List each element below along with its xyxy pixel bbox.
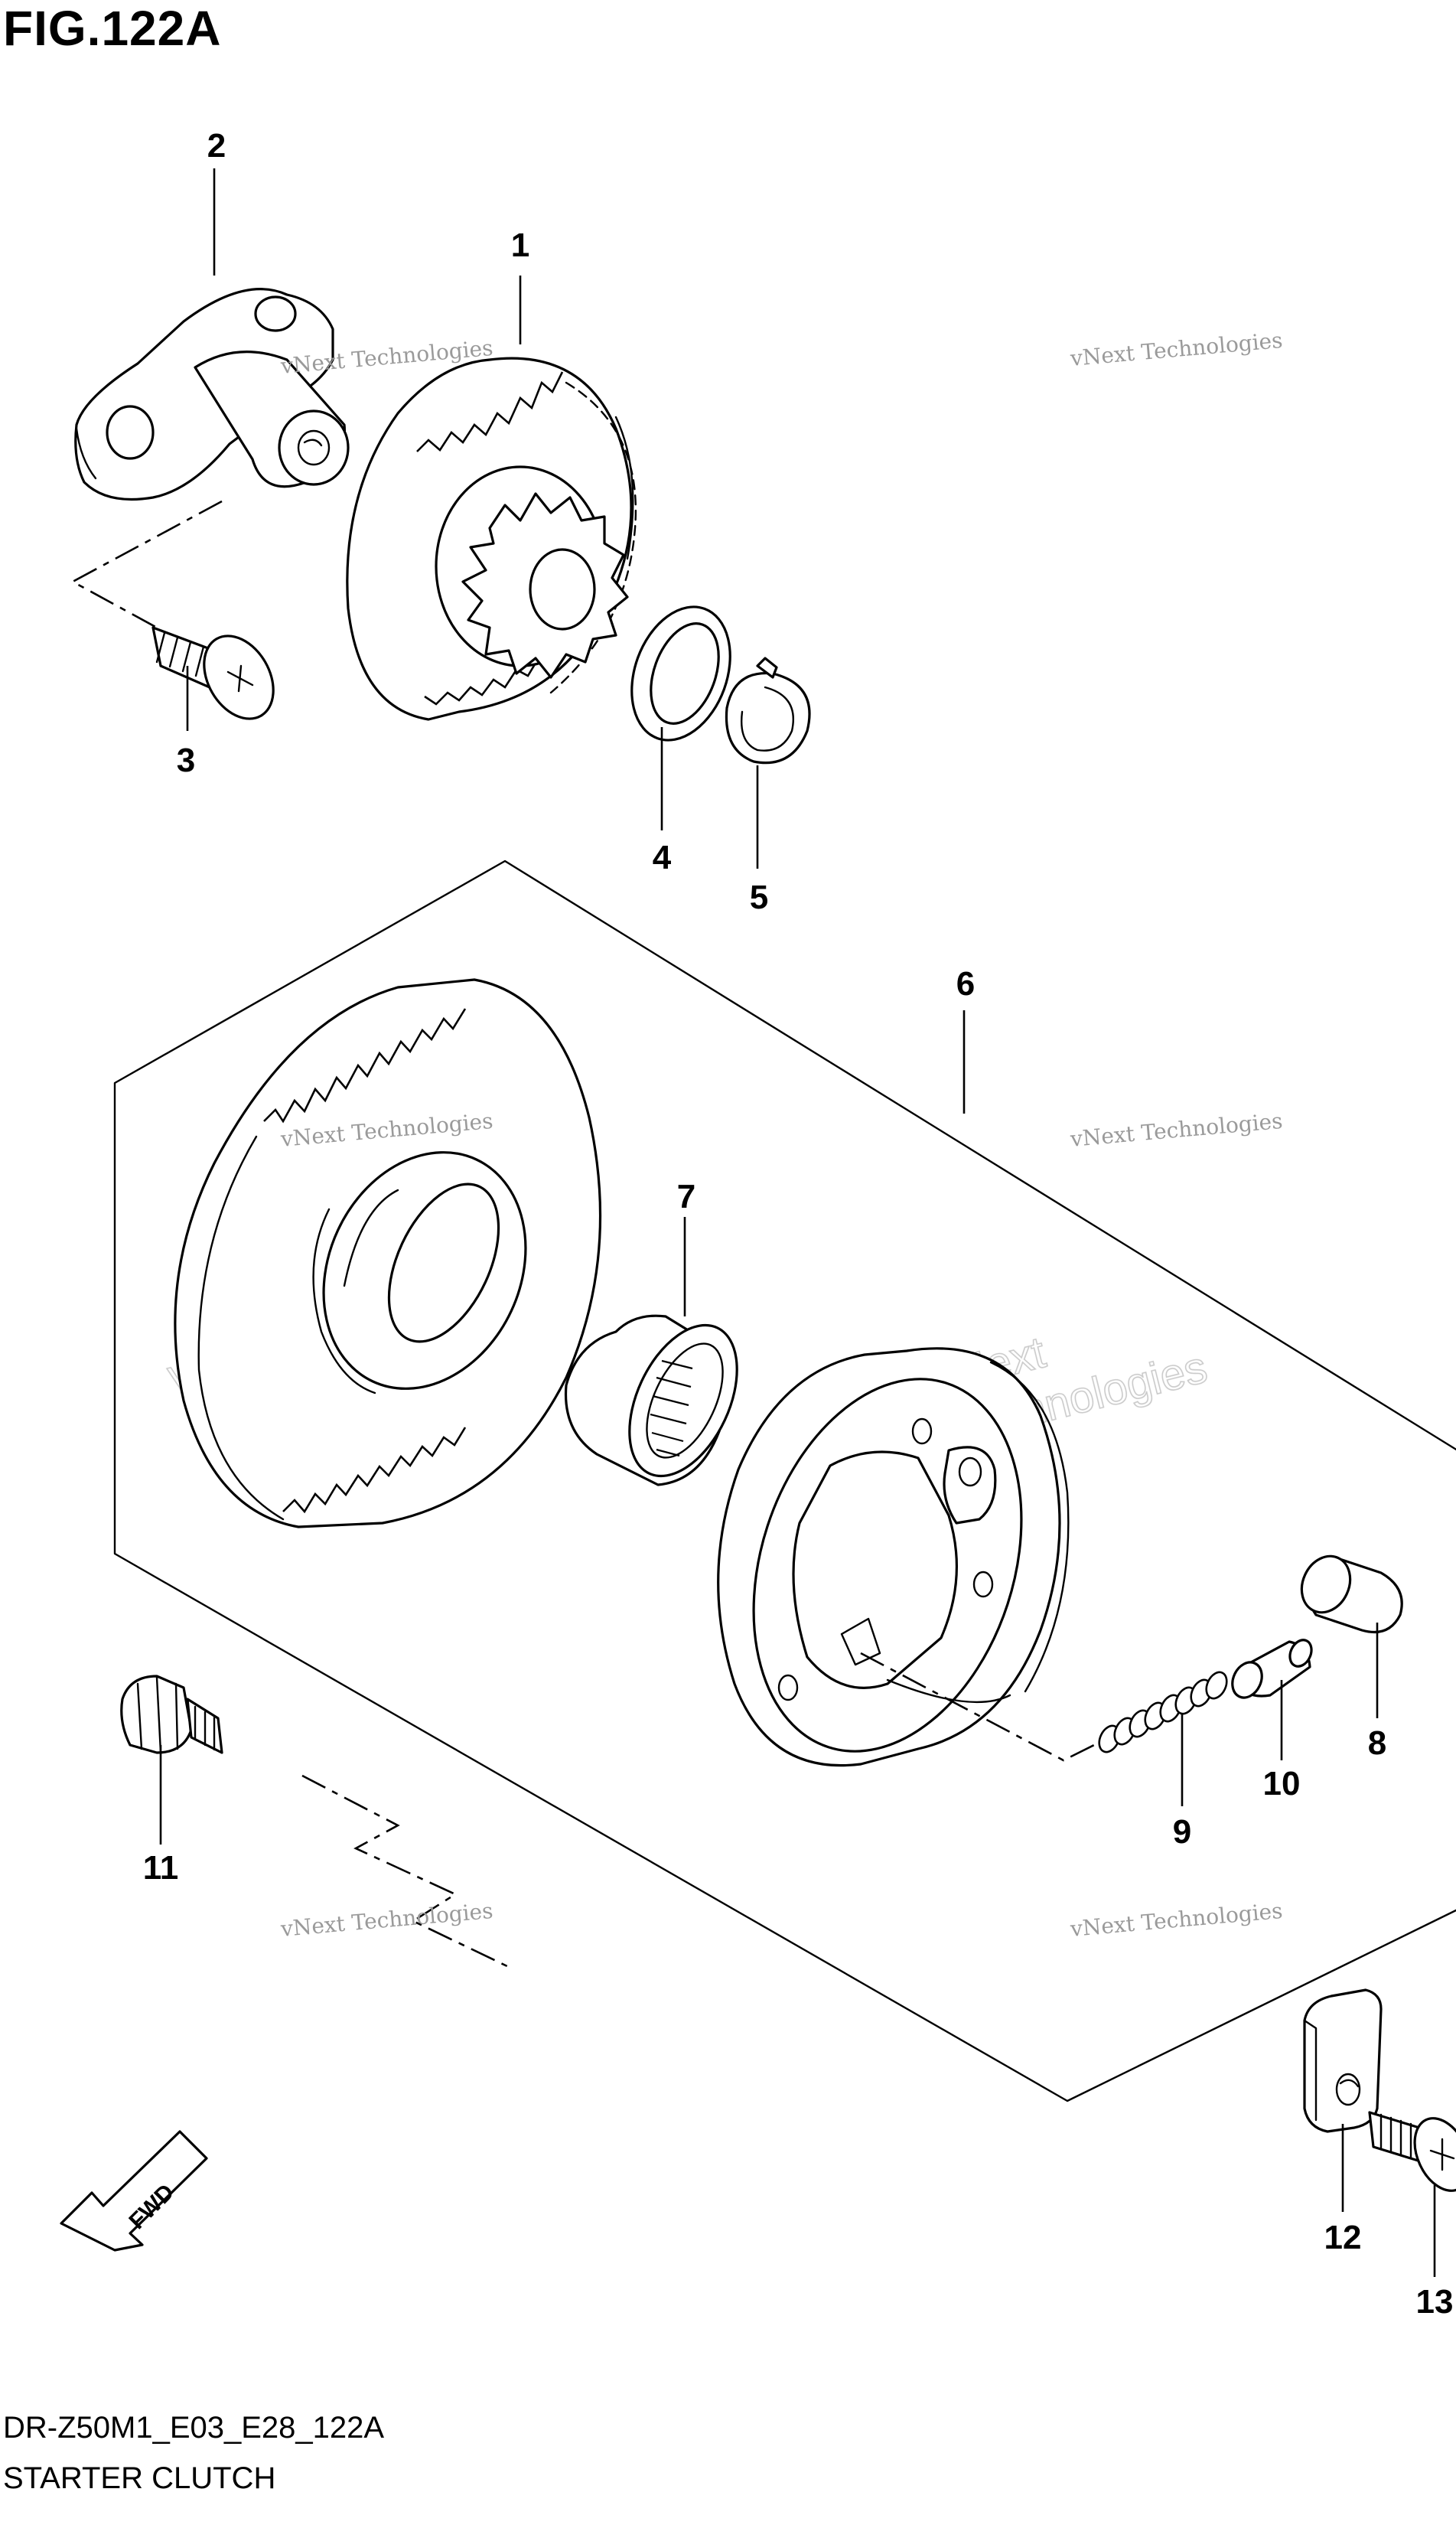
alignment-line — [301, 1774, 510, 1969]
fig-title: FIG.122A — [3, 1, 222, 56]
callout-4[interactable]: 4 — [653, 839, 672, 876]
circlip — [725, 657, 811, 765]
washer — [630, 605, 731, 742]
bolt-11 — [120, 1675, 223, 1754]
callout-7[interactable]: 7 — [677, 1178, 695, 1215]
alignment-line — [860, 1652, 1103, 1762]
ring-gear — [174, 978, 602, 1528]
fwd-arrow-icon: FWD — [60, 2130, 208, 2252]
model-code: DR-Z50M1_E03_E28_122A — [3, 2411, 385, 2445]
callout-10[interactable]: 10 — [1263, 1765, 1301, 1802]
callout-labels: 1 2 3 4 5 6 7 8 9 10 11 12 13 — [143, 127, 1454, 2321]
watermark-text: vNext Technologies — [1069, 1108, 1284, 1152]
watermark-text: vNext Technologies — [1069, 1898, 1284, 1942]
callout-12[interactable]: 12 — [1324, 2219, 1362, 2256]
callout-9[interactable]: 9 — [1173, 1813, 1191, 1851]
watermark-text: vNext Technologies — [279, 1898, 494, 1942]
screw-13 — [1368, 2111, 1456, 2192]
shaft-holder — [74, 288, 350, 501]
watermark-text: vNext Technologies — [1069, 328, 1284, 371]
callout-2[interactable]: 2 — [207, 127, 226, 165]
needle-bearing — [564, 1314, 738, 1486]
diagram-name: STARTER CLUTCH — [3, 2461, 276, 2495]
bracket — [1303, 1988, 1383, 2133]
callout-1[interactable]: 1 — [511, 227, 529, 264]
callout-8[interactable]: 8 — [1368, 1724, 1386, 1762]
callout-5[interactable]: 5 — [750, 879, 768, 916]
starter-driven-gear — [346, 357, 637, 721]
callout-6[interactable]: 6 — [956, 965, 975, 1003]
callout-3[interactable]: 3 — [177, 742, 195, 779]
roller — [1300, 1554, 1403, 1634]
leader-lines — [159, 168, 1436, 2277]
alignment-line — [70, 500, 223, 629]
callout-13[interactable]: 13 — [1416, 2283, 1454, 2321]
screw-3 — [151, 626, 275, 720]
spring — [1098, 1671, 1228, 1753]
callout-11[interactable]: 11 — [143, 1849, 179, 1887]
cap — [1231, 1639, 1313, 1699]
clutch-housing — [717, 1347, 1070, 1767]
assembly-outline — [113, 860, 1456, 2102]
